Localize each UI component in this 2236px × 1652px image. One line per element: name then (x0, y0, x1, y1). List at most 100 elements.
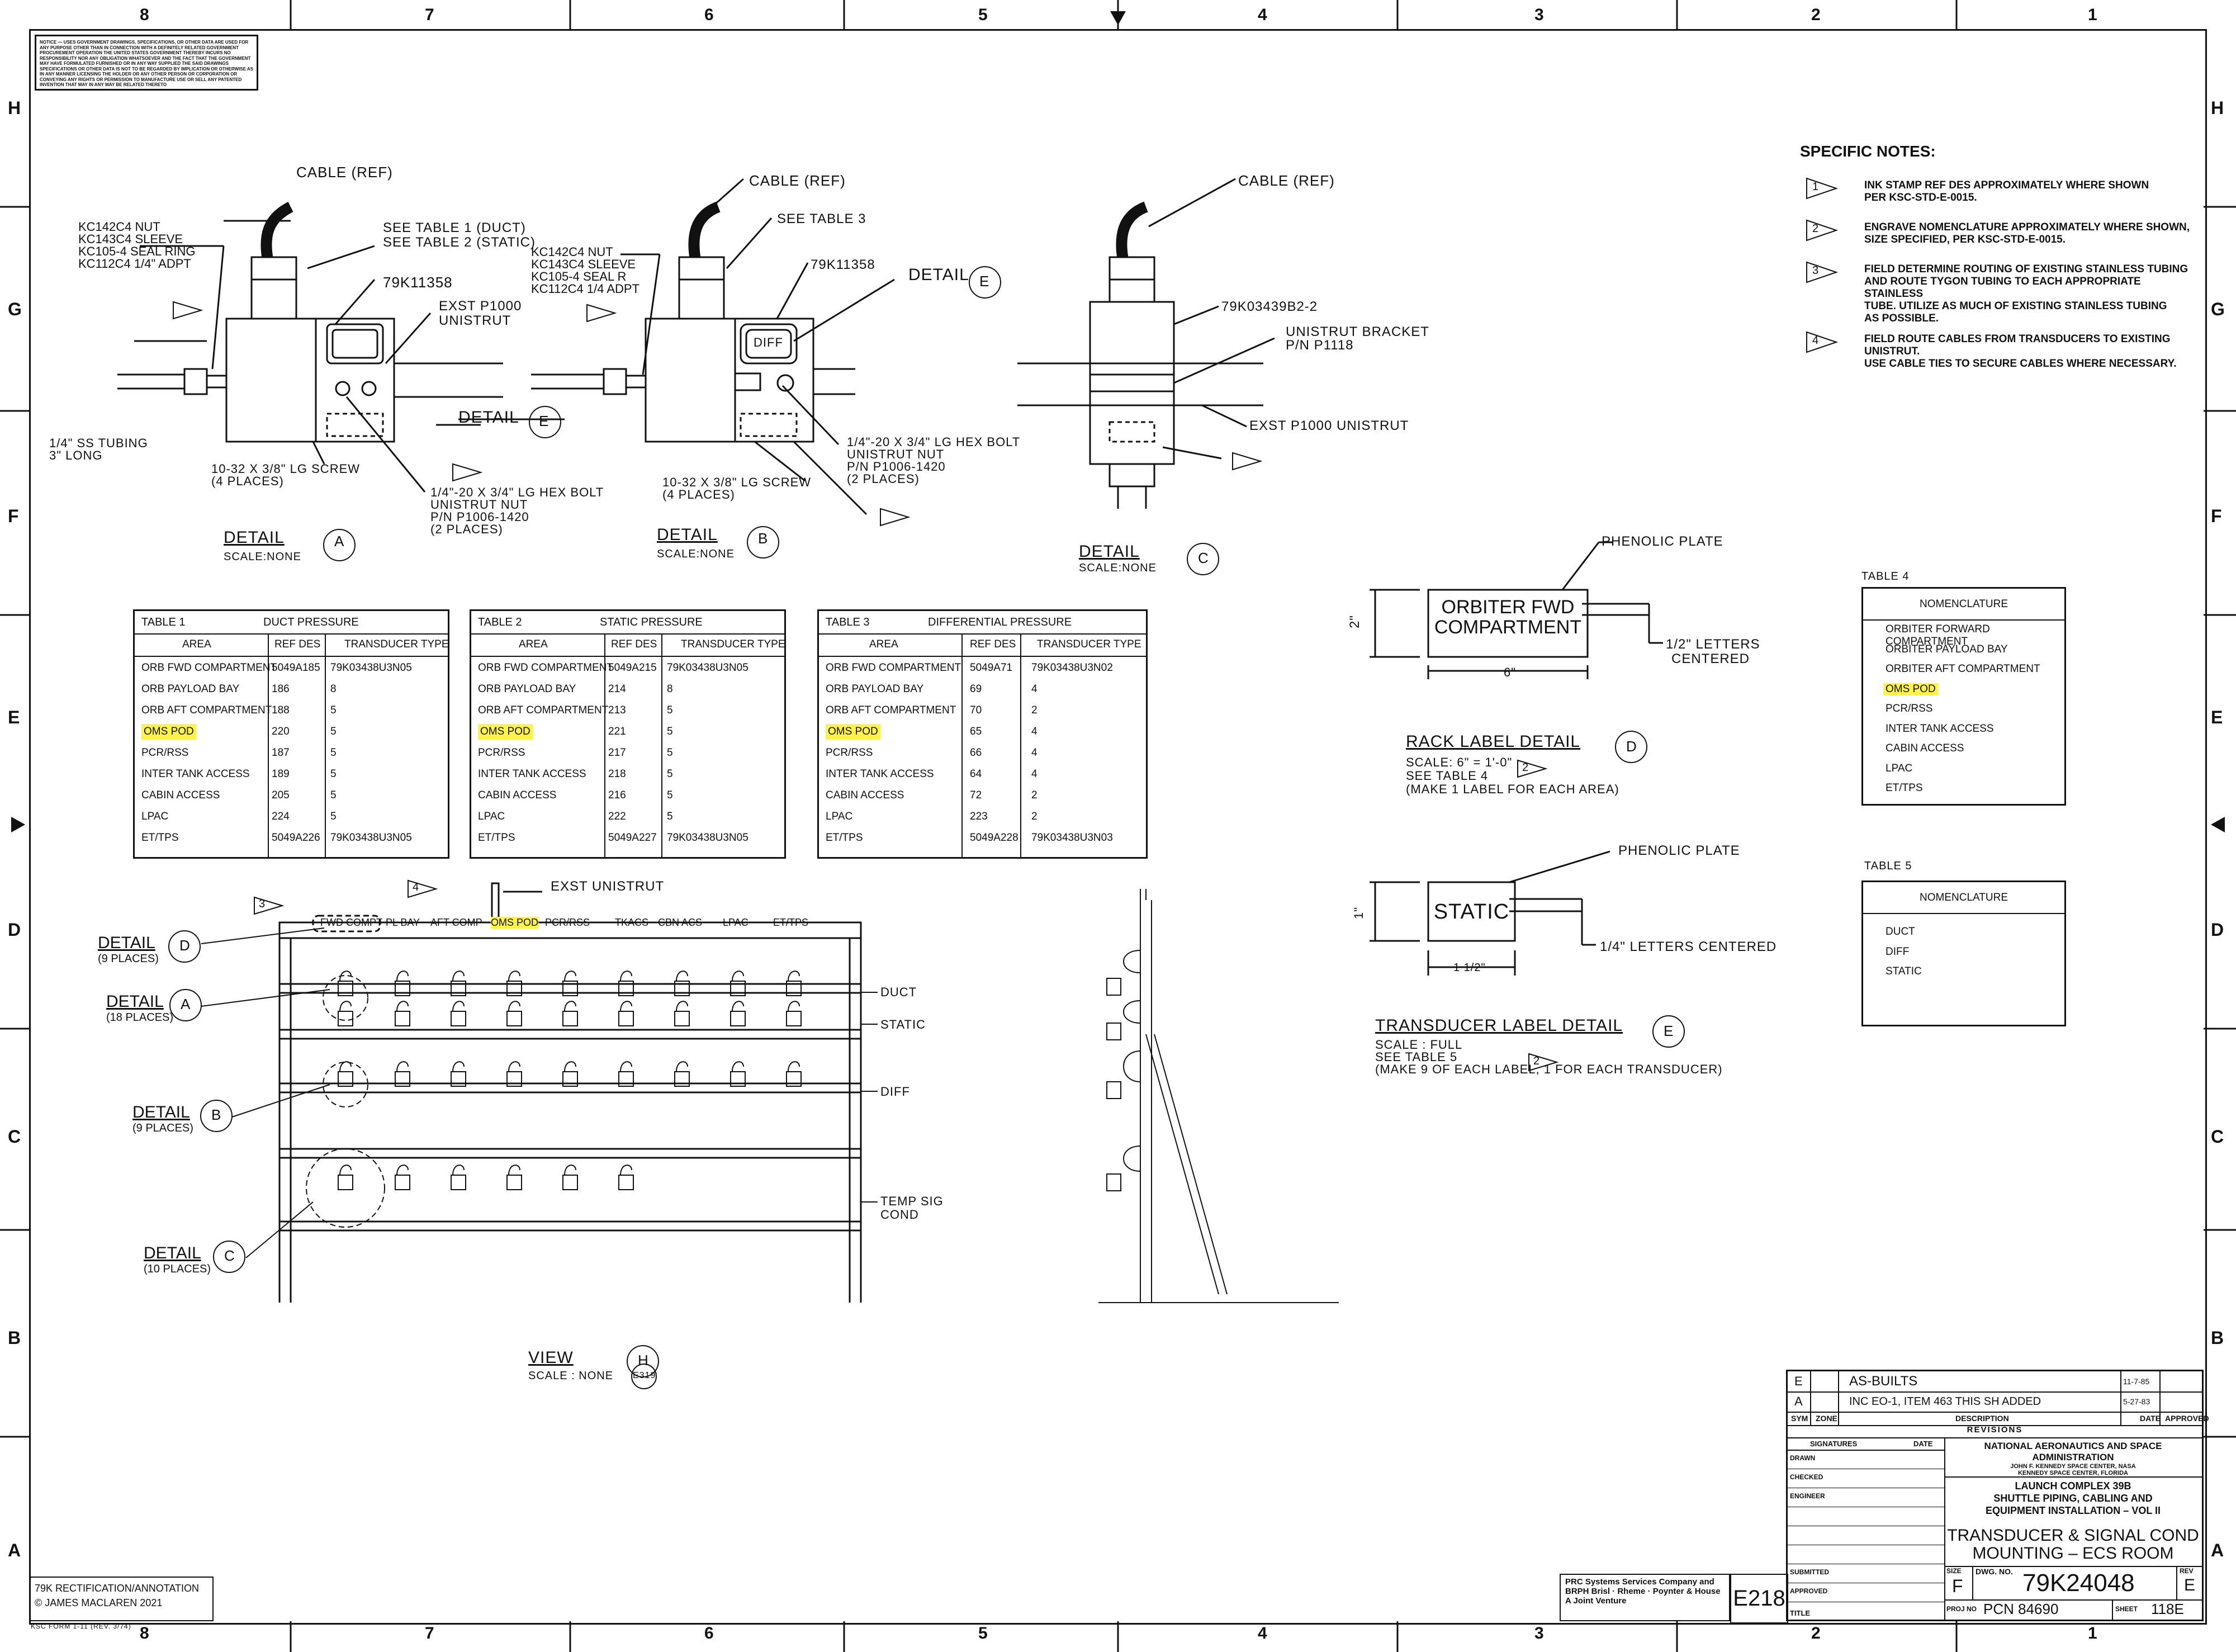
transducer-width: 1 1/2" (1453, 962, 1486, 974)
table-cell: ORB AFT COMPARTMENT (478, 704, 609, 716)
callout-letter: D (179, 937, 190, 954)
table-cell: 79K03438U3N05 (667, 661, 749, 674)
detail-a-scale: SCALE:NONE (224, 551, 301, 563)
cable-loop (564, 971, 576, 982)
nomenclature-item: OMS POD (1883, 683, 1938, 695)
note-flag: 4 (1812, 334, 1819, 347)
detail-a-see-table: SEE TABLE 1 (DUCT) SEE TABLE 2 (STATIC) (383, 221, 536, 250)
view-h-sheet-ref: E319 (633, 1371, 656, 1380)
rev-header: DESCRIPTION (1955, 1414, 2009, 1423)
sig-row: APPROVED (1788, 1583, 1944, 1602)
sheet-value: 118E (2151, 1601, 2184, 1617)
divider (1020, 633, 1021, 857)
cable-loop (564, 1001, 576, 1012)
table-cell: 5 (330, 725, 337, 737)
row-b: B (8, 1328, 21, 1348)
table-cell: INTER TANK ACCESS (826, 768, 934, 780)
transducer-box (506, 1175, 522, 1190)
transducer-line: (MAKE 9 OF EACH LABEL, 1 FOR EACH TRANSD… (1375, 1062, 1723, 1076)
rev-header: SYM (1791, 1414, 1808, 1423)
agency-line: NATIONAL AERONAUTICS AND SPACE ADMINISTR… (1984, 1441, 2162, 1462)
detail-b-title: DETAIL (657, 526, 718, 544)
table-cell: PCR/RSS (826, 746, 873, 759)
detail-a-part: KC105-4 SEAL RING (78, 244, 196, 258)
sig-header: DATE (1913, 1439, 1933, 1448)
screw-line: (4 PLACES) (662, 487, 735, 501)
rack-letters: 1/2" LETTERS CENTERED (1666, 637, 1760, 666)
table-4-label: TABLE 4 (1861, 570, 1910, 583)
cable-loop (788, 971, 800, 982)
bolt-line: P/N P1006-1420 (430, 510, 529, 524)
transducer-box (451, 981, 466, 996)
notice-text: NOTICE — USES GOVERNMENT DRAWINGS, SPECI… (40, 40, 253, 87)
transducer-box (451, 1071, 466, 1087)
table-cell: 5049A185 (272, 661, 320, 674)
note-line: FIELD DETERMINE ROUTING OF EXISTING STAI… (1864, 263, 2188, 275)
view-flag-3: 3 (259, 898, 266, 910)
detail-a-parts: KC142C4 NUT KC143C4 SLEEVE KC105-4 SEAL … (78, 221, 196, 270)
table-cell: 79K03438U3N02 (1031, 661, 1113, 674)
detail-b-detail-ref: DETAIL (908, 266, 969, 284)
cable-loop (732, 1001, 744, 1012)
divider (961, 633, 963, 857)
bolt-line: 1/4"-20 X 3/4" LG HEX BOLT (847, 435, 1021, 449)
area-label: FWD COMPT (320, 917, 382, 928)
transducer-phenolic: PHENOLIC PLATE (1618, 843, 1740, 858)
transducer-title: TRANSDUCER LABEL DETAIL (1375, 1016, 1623, 1035)
area-label: LPAC (723, 917, 749, 928)
sig-row: ENGINEER (1788, 1488, 1944, 1507)
detail-c-part-no: 79K03439B2-2 (1221, 299, 1318, 314)
cable-loop (620, 971, 632, 982)
transducer-box (618, 1071, 634, 1087)
table-5-header: NOMENCLATURE (1863, 882, 2064, 914)
table-cell: 64 (970, 768, 982, 780)
table-cell: 79K03438U3N05 (667, 831, 749, 844)
sig-label: DRAWN (1790, 1454, 1816, 1462)
flag-icon (1806, 261, 1839, 283)
table-cell: 5049A227 (608, 831, 657, 844)
row-h: H (8, 98, 21, 118)
detail-a-detail-ref-letter: E (539, 413, 549, 429)
table-cell: 5 (667, 810, 673, 822)
plate-line: COMPARTMENT (1434, 617, 1582, 638)
row-d-r: D (2211, 920, 2224, 940)
transducer-box (506, 1071, 522, 1087)
sheet-ref-box: E218 (1730, 1574, 1788, 1623)
table-cell: OMS POD (141, 724, 196, 740)
transducer-box (506, 981, 522, 996)
transducer-box (618, 1175, 634, 1190)
cable-loop (676, 971, 688, 982)
transducer-box (786, 1071, 802, 1087)
table-1-colheaders: AREA REF DES TRANSDUCER TYPE (135, 633, 449, 657)
contractor-line: PRC Systems Services Company and (1565, 1577, 1714, 1587)
row-e-r: E (2211, 707, 2223, 727)
table-cell: ORB AFT COMPARTMENT (826, 704, 956, 716)
table-cell: INTER TANK ACCESS (478, 768, 586, 780)
plate-line: ORBITER FWD (1441, 597, 1575, 618)
dwg-number: 79K24048 (2022, 1569, 2135, 1597)
note-line: AND ROUTE TYGON TUBING TO EACH APPROPRIA… (1864, 276, 2141, 300)
detail-b-part: KC105-4 SEAL R (531, 269, 627, 283)
cable-loop (732, 1061, 744, 1072)
sig-row (1788, 1526, 1944, 1545)
divider (661, 633, 662, 857)
bolt-line: UNISTRUT NUT (847, 447, 945, 461)
table-cell: 218 (608, 768, 626, 780)
table-cell: ORB PAYLOAD BAY (141, 683, 240, 695)
agency-line: KENNEDY SPACE CENTER, FLORIDA (2017, 1470, 2128, 1476)
table-2: TABLE 2 STATIC PRESSURE AREA REF DES TRA… (470, 609, 786, 859)
divider (1810, 1371, 1811, 1425)
detail-b-diff: DIFF (754, 335, 783, 349)
table-cell: 79K03438U3N05 (330, 661, 412, 674)
row-b-r: B (2211, 1328, 2224, 1348)
transducer-box (618, 1011, 634, 1026)
table-cell: 5049A215 (608, 661, 657, 674)
nomenclature-item: LPAC (1886, 762, 1913, 774)
table-cell: 222 (608, 810, 626, 822)
